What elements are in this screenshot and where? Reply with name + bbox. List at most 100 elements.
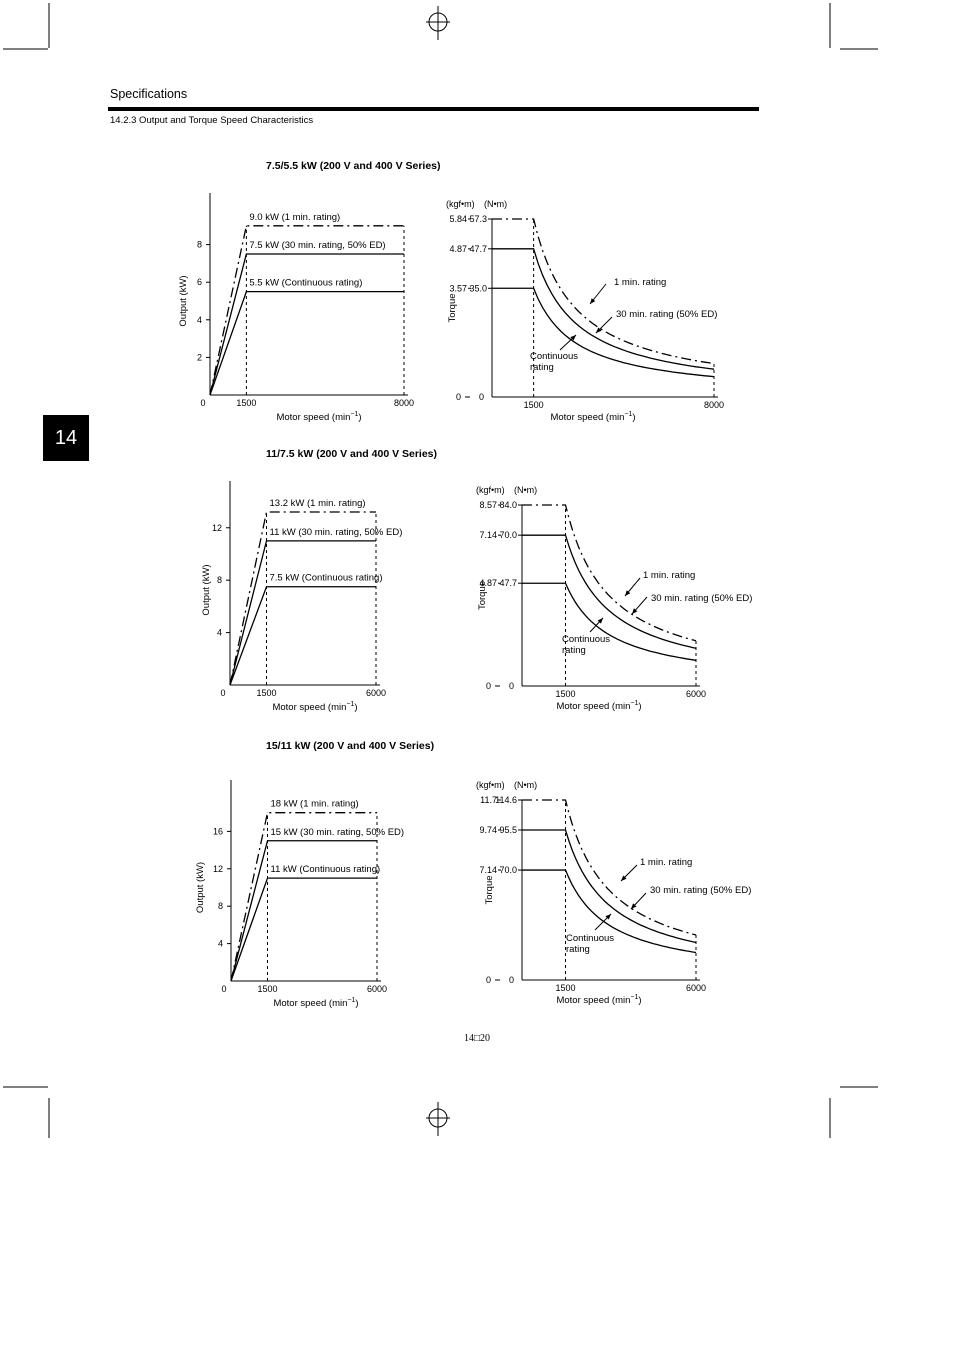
chapter-tab: 14 <box>43 415 89 461</box>
y-tick-label-kgfm-1-3: 0 <box>456 392 461 402</box>
annotation-arrowhead-3-2 <box>597 618 603 624</box>
x-tick-label-3-1: 1500 <box>555 689 575 699</box>
y-tick-label-0-0: 2 <box>197 352 202 362</box>
x-tick-label-2-1: 1500 <box>256 688 276 698</box>
y-tick-label-nm-5-0: 114.6 <box>495 795 517 805</box>
annotation-arrowhead-1-1 <box>596 327 602 333</box>
series-label-4-0: 18 kW (1 min. rating) <box>271 799 359 810</box>
series-line-2-1 <box>229 540 376 686</box>
y-tick-label-nm-1-2: 35.0 <box>469 283 487 293</box>
y-tick-label-nm-1-0: 57.3 <box>469 214 487 224</box>
annotation-continuous-rating-5: rating <box>566 944 590 955</box>
x-axis-title-1: Motor speed (min−1) <box>550 411 635 423</box>
series-curve-3-0 <box>522 504 697 642</box>
x-tick-label-0-1: 1500 <box>236 398 256 408</box>
annotation-continuous-rating-1: rating <box>530 362 554 373</box>
y-tick-label-4-0: 4 <box>218 939 223 949</box>
x-tick-label-2-0: 0 <box>220 688 225 698</box>
series-curve-5-2 <box>522 869 697 954</box>
series-curve-1-2 <box>492 287 715 378</box>
y-tick-label-nm-5-3: 0 <box>509 975 514 985</box>
y-tick-label-kgfm-3-1: 7.14 <box>479 530 497 540</box>
series-label-0-2: 5.5 kW (Continuous rating) <box>249 278 362 289</box>
unit-label-nm-5: (N•m) <box>514 780 537 790</box>
y-tick-label-kgfm-3-2: 4.87 <box>479 578 497 588</box>
y-axis-title-2: Output (kW) <box>201 564 212 615</box>
unit-label-kgfm-1: (kgf•m) <box>446 199 475 209</box>
y-tick-label-2-0: 4 <box>217 628 222 638</box>
y-tick-label-4-2: 12 <box>213 864 223 874</box>
annotation-continuous-3: Continuous <box>562 634 610 645</box>
y-tick-label-kgfm-3-0: 8.57 <box>479 500 497 510</box>
series-line-2-2 <box>229 586 376 686</box>
y-tick-label-nm-5-2: 70.0 <box>499 865 517 875</box>
annotation-continuous-rating-3: rating <box>562 645 586 656</box>
annotation-arrowhead-5-2 <box>605 914 611 920</box>
y-tick-label-nm-1-3: 0 <box>479 392 484 402</box>
y-tick-label-nm-5-1: 95.5 <box>499 825 517 835</box>
series-curve-5-1 <box>522 829 697 944</box>
y-axis-title-1: Torque <box>447 293 458 322</box>
y-tick-label-kgfm-1-0: 5.84 <box>449 214 467 224</box>
x-axis-title-3: Motor speed (min−1) <box>556 700 641 712</box>
x-tick-label-0-0: 0 <box>200 398 205 408</box>
series-line-4-0 <box>230 812 377 982</box>
y-tick-label-nm-3-2: 47.7 <box>499 578 517 588</box>
series-label-2-0: 13.2 kW (1 min. rating) <box>270 498 366 509</box>
y-axis-title-3: Torque <box>477 581 488 610</box>
annotation-arrowhead-1-0 <box>590 298 596 304</box>
series-line-4-2 <box>230 877 377 982</box>
y-axis-title-0: Output (kW) <box>178 275 189 326</box>
y-tick-label-nm-3-0: 84.0 <box>499 500 517 510</box>
series-label-2-2: 7.5 kW (Continuous rating) <box>270 573 383 584</box>
series-curve-3-1 <box>522 534 697 649</box>
x-axis-title-4: Motor speed (min−1) <box>273 997 358 1009</box>
series-label-2-1: 11 kW (30 min. rating, 50% ED) <box>270 527 403 538</box>
annotation-continuous-5: Continuous <box>566 933 614 944</box>
page-header-title: Specifications <box>110 87 188 101</box>
series-curve-1-0 <box>492 218 715 365</box>
annotation-1min-1: 1 min. rating <box>614 277 666 288</box>
y-tick-label-0-1: 4 <box>197 315 202 325</box>
series-curve-1-1 <box>492 248 715 370</box>
y-tick-label-2-1: 8 <box>217 575 222 585</box>
y-tick-label-nm-3-3: 0 <box>509 681 514 691</box>
y-tick-label-nm-1-1: 47.7 <box>469 244 487 254</box>
x-axis-title-0: Motor speed (min−1) <box>276 411 361 423</box>
unit-label-kgfm-3: (kgf•m) <box>476 485 505 495</box>
y-tick-label-0-2: 6 <box>197 277 202 287</box>
unit-label-nm-3: (N•m) <box>514 485 537 495</box>
series-line-0-2 <box>209 290 404 396</box>
annotation-arrowhead-3-0 <box>625 590 631 596</box>
section-breadcrumb: 14.2.3 Output and Torque Speed Character… <box>110 115 314 126</box>
y-axis-title-4: Output (kW) <box>195 862 206 913</box>
x-tick-label-4-2: 6000 <box>367 984 387 994</box>
annotation-arrowhead-5-0 <box>621 875 627 881</box>
x-axis-title-2: Motor speed (min−1) <box>272 701 357 713</box>
y-tick-label-0-3: 8 <box>197 240 202 250</box>
y-tick-label-4-1: 8 <box>218 901 223 911</box>
x-axis-title-5: Motor speed (min−1) <box>556 994 641 1006</box>
y-tick-label-kgfm-5-0: 11.7 <box>480 795 497 805</box>
header-rule <box>108 107 759 111</box>
x-tick-label-0-2: 8000 <box>394 398 414 408</box>
y-tick-label-kgfm-3-3: 0 <box>486 681 491 691</box>
annotation-30min-3: 30 min. rating (50% ED) <box>651 593 752 604</box>
annotation-30min-5: 30 min. rating (50% ED) <box>650 885 751 896</box>
annotation-1min-5: 1 min. rating <box>640 857 692 868</box>
x-tick-label-3-2: 6000 <box>686 689 706 699</box>
x-tick-label-2-2: 6000 <box>366 688 386 698</box>
y-tick-label-kgfm-1-1: 4.87 <box>449 244 467 254</box>
series-label-0-1: 7.5 kW (30 min. rating, 50% ED) <box>249 240 385 251</box>
x-tick-label-5-1: 1500 <box>555 983 575 993</box>
section-title-3: 15/11 kW (200 V and 400 V Series) <box>266 740 435 752</box>
annotation-arrowhead-3-1 <box>632 608 638 614</box>
y-tick-label-2-2: 12 <box>212 523 222 533</box>
x-tick-label-1-2: 8000 <box>704 400 724 410</box>
series-label-4-1: 15 kW (30 min. rating, 50% ED) <box>271 827 405 838</box>
section-title-1: 7.5/5.5 kW (200 V and 400 V Series) <box>266 160 441 172</box>
unit-label-kgfm-5: (kgf•m) <box>476 780 505 790</box>
annotation-1min-3: 1 min. rating <box>643 570 695 581</box>
y-tick-label-4-3: 16 <box>213 826 223 836</box>
